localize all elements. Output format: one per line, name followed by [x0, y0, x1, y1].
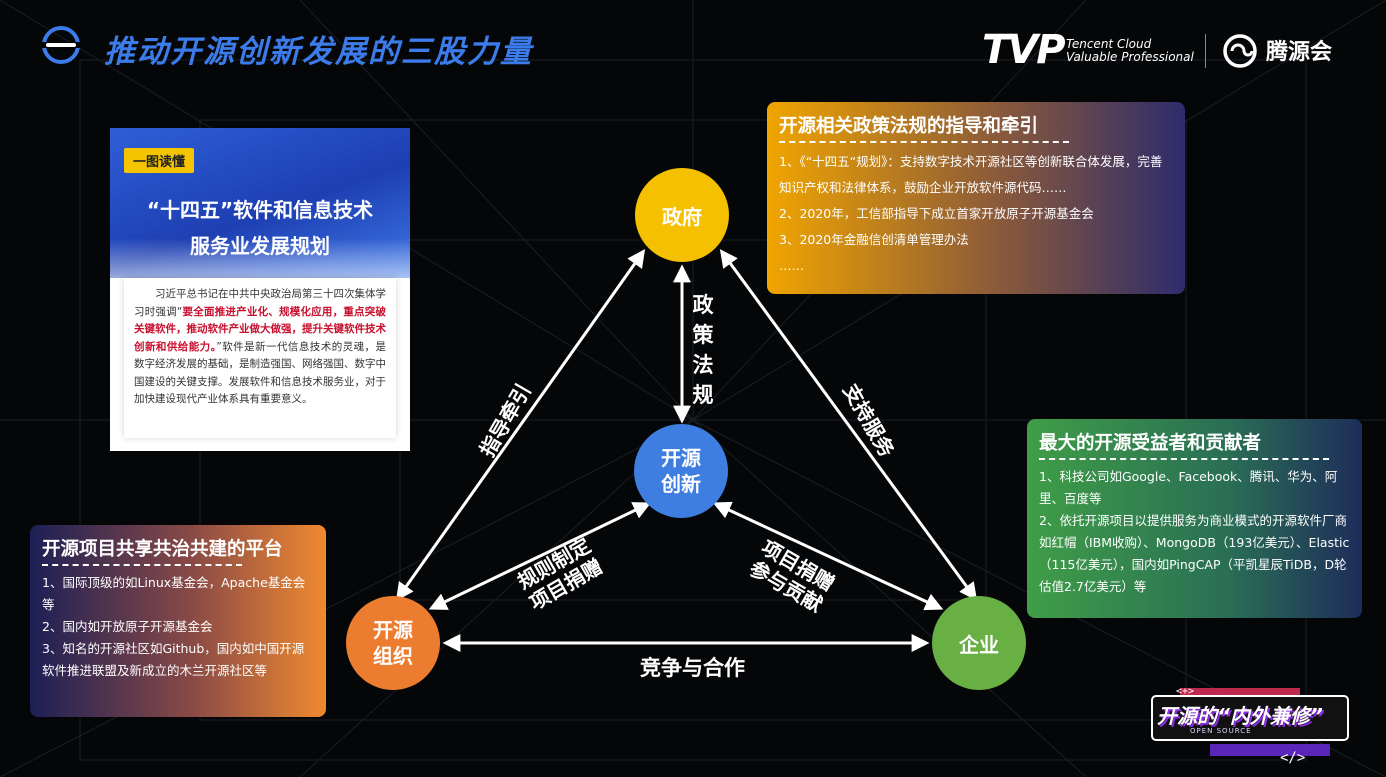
- document-header: 一图读懂 “十四五”软件和信息技术 服务业发展规划: [110, 128, 410, 278]
- tvp-subtitle: Tencent Cloud Valuable Professional: [1066, 38, 1194, 64]
- node-government-label: 政府: [662, 204, 702, 229]
- title-logo-icon: [42, 26, 80, 64]
- node-enterprise-label: 企业: [959, 632, 999, 657]
- enterprise-item-2: 2、依托开源项目以提供服务为商业模式的开源软件厂商如红帽（IBM收购）、Mong…: [1039, 513, 1350, 594]
- organization-box-title: 开源项目共享共治共建的平台: [42, 539, 283, 560]
- enterprise-box-title: 最大的开源受益者和贡献者: [1039, 433, 1262, 454]
- document-body-highlight: 要全面推进产业化、规模化应用，重点突破关键软件，推动软件产业做大做强，提升关键软…: [134, 305, 386, 353]
- tvp-line1: Tencent Cloud: [1066, 37, 1152, 51]
- organization-item-2: 2、国内如开放原子开源基金会: [42, 619, 213, 634]
- organization-info-box: 开源项目共享共治共建的平台 1、国际顶级的如Linux基金会，Apache基金会…: [30, 525, 326, 717]
- document-body-prefix: 习近平总书记在中共中央政治局第三十四次集体学习时强调“: [134, 288, 386, 318]
- organization-box-divider: [42, 564, 242, 566]
- government-box-body: 1、《“十四五“规划》：支持数字技术开源社区等创新联合体发展，完善知识产权和法律…: [779, 149, 1173, 279]
- arrow-gov-ent: [719, 249, 978, 601]
- node-enterprise: 企业: [932, 596, 1026, 690]
- tengyuanhui-logo-icon: [1223, 34, 1257, 68]
- policy-char-4: 规: [692, 383, 714, 407]
- page-title: 推动开源创新发展的三股力量: [104, 34, 533, 70]
- arrow-core-ent: [712, 501, 944, 611]
- node-core-line1: 开源: [661, 446, 701, 470]
- brand-name: 腾源会: [1266, 40, 1333, 65]
- organization-box-body: 1、国际顶级的如Linux基金会，Apache基金会等 2、国内如开放原子开源基…: [42, 572, 314, 682]
- node-open-source-innovation: 开源创新: [634, 424, 728, 518]
- government-item-4: ……: [779, 258, 804, 273]
- tvp-line2: Valuable Professional: [1066, 50, 1194, 64]
- policy-char-3: 法: [692, 353, 714, 377]
- enterprise-box-body: 1、科技公司如Google、Facebook、腾讯、华为、阿里、百度等 2、依托…: [1039, 466, 1350, 598]
- badge-title: 开源的“内外兼修”: [1157, 704, 1323, 728]
- policy-char-1: 政: [692, 293, 714, 317]
- document-title-line2: 服务业发展规划: [190, 234, 330, 258]
- node-org-line1: 开源: [373, 618, 413, 642]
- node-org-line2: 组织: [373, 644, 413, 668]
- enterprise-item-1: 1、科技公司如Google、Facebook、腾讯、华为、阿里、百度等: [1039, 469, 1338, 506]
- node-open-source-organization: 开源组织: [346, 596, 440, 690]
- edge-label-compete: 竞争与合作: [640, 656, 745, 680]
- organization-item-3: 3、知名的开源社区如Github，国内如中国开源软件推进联盟及新成立的木兰开源社…: [42, 641, 305, 678]
- edge-label-policy: 政 策 法 规: [690, 290, 716, 410]
- tvp-logo: TVP: [982, 27, 1066, 73]
- document-title-line1: “十四五”软件和信息技术: [146, 198, 374, 222]
- government-item-1: 1、《“十四五“规划》：支持数字技术开源社区等创新联合体发展，完善知识产权和法律…: [779, 154, 1163, 195]
- government-item-2: 2、2020年，工信部指导下成立首家开放原子开源基金会: [779, 206, 1094, 221]
- government-box-divider: [779, 141, 1069, 143]
- government-item-3: 3、2020年金融信创清单管理办法: [779, 232, 969, 247]
- policy-char-2: 策: [692, 323, 714, 347]
- enterprise-box-divider: [1039, 458, 1329, 460]
- logo-divider: [1205, 34, 1206, 68]
- policy-document-card: 一图读懂 “十四五”软件和信息技术 服务业发展规划 习近平总书记在中共中央政治局…: [110, 128, 410, 451]
- document-body: 习近平总书记在中共中央政治局第三十四次集体学习时强调“要全面推进产业化、规模化应…: [124, 278, 396, 438]
- arrow-core-org: [428, 502, 652, 610]
- organization-item-1: 1、国际顶级的如Linux基金会，Apache基金会等: [42, 575, 306, 612]
- government-info-box: 开源相关政策法规的指导和牵引 1、《“十四五“规划》：支持数字技术开源社区等创新…: [767, 102, 1185, 294]
- document-tag: 一图读懂: [124, 148, 195, 173]
- node-government: 政府: [635, 168, 729, 262]
- document-body-suffix: ”软件是新一代信息技术的灵魂，是数字经济发展的基础，是制造强国、网络强国、数字中…: [134, 340, 386, 406]
- svg-text:</>: </>: [1280, 750, 1305, 766]
- enterprise-info-box: 最大的开源受益者和贡献者 1、科技公司如Google、Facebook、腾讯、华…: [1027, 419, 1362, 618]
- arrow-gov-org: [395, 249, 646, 601]
- svg-text:<+>: <+>: [1176, 686, 1194, 697]
- government-box-title: 开源相关政策法规的指导和牵引: [779, 116, 1039, 137]
- open-source-badge-icon: </> <+>: [1151, 686, 1349, 766]
- badge-subtitle: OPEN SOURCE: [1190, 727, 1252, 735]
- node-core-line2: 创新: [661, 472, 701, 496]
